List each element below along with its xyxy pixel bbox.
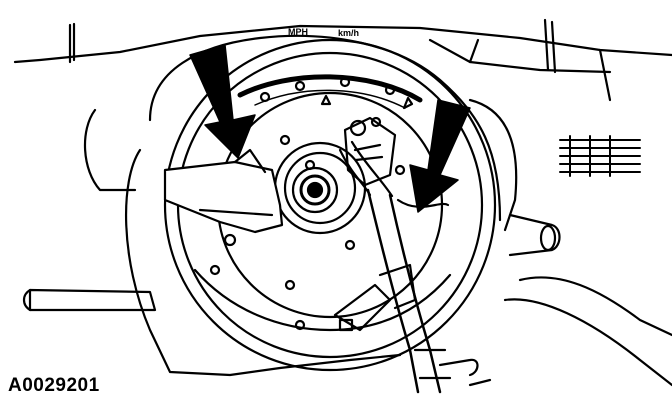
vent-grille xyxy=(559,135,641,177)
callout-arrows xyxy=(189,44,471,213)
instrument-panel xyxy=(13,18,672,102)
down-arrow-callout-left xyxy=(189,44,256,159)
dash-label-kmh: km/h xyxy=(338,28,359,38)
wiper-stalk xyxy=(22,288,157,312)
turn-signal-stalk xyxy=(503,213,672,387)
dash-labels: MPH km/h xyxy=(288,27,359,38)
wiring-harness xyxy=(338,140,492,394)
lower-connector xyxy=(333,263,417,332)
down-arrow-callout-right xyxy=(409,99,471,213)
dash-label-mph: MPH xyxy=(288,27,308,37)
cover-plate xyxy=(163,148,284,234)
figure-id: A0029201 xyxy=(8,375,100,396)
